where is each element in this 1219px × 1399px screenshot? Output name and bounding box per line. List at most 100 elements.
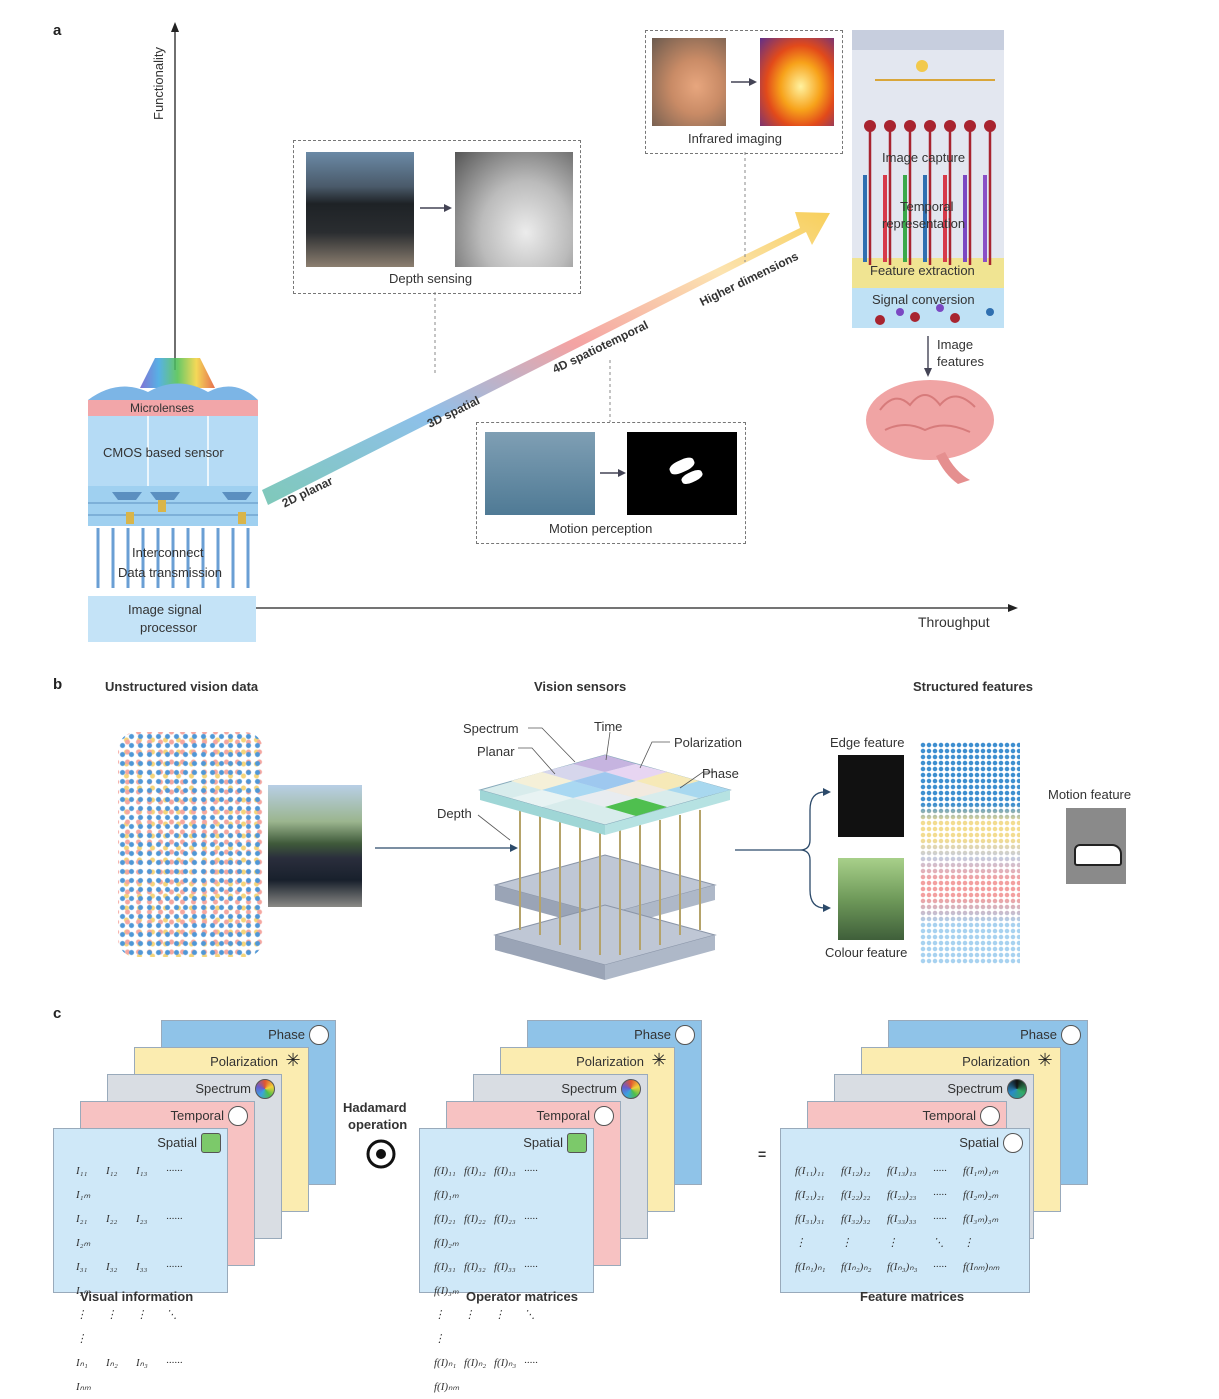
interconnect-label: Interconnect bbox=[132, 545, 204, 560]
clock-icon bbox=[228, 1106, 248, 1126]
edge-feature-label: Edge feature bbox=[830, 735, 905, 750]
microlens-layer bbox=[88, 400, 258, 416]
infrared-imaging-label: Infrared imaging bbox=[688, 131, 782, 146]
layer-depth-label: Depth bbox=[437, 806, 472, 821]
hadamard-label-line1: Hadamard bbox=[343, 1100, 407, 1115]
y-axis-label: Functionality bbox=[151, 47, 166, 120]
hadamard-operator-icon bbox=[366, 1139, 396, 1169]
progress-arrow bbox=[262, 212, 830, 505]
feature-extraction-label: Feature extraction bbox=[870, 263, 975, 278]
motion-mask-photo bbox=[627, 432, 737, 515]
colour-feature-image bbox=[838, 858, 904, 940]
layer-polarization-label: Polarization bbox=[674, 735, 742, 750]
colour-feature-label: Colour feature bbox=[825, 945, 908, 960]
stack2-polarization-title: Polarization bbox=[576, 1054, 644, 1069]
depth-rgb-photo bbox=[306, 152, 414, 267]
stack2-spatial-title: Spatial bbox=[523, 1135, 563, 1150]
panel-c-label: c bbox=[53, 1005, 62, 1022]
image-features-label-line2: features bbox=[937, 354, 984, 369]
depth-sensing-box bbox=[293, 140, 581, 294]
phase-icon bbox=[309, 1025, 329, 1045]
polarization-icon: ✳ bbox=[1037, 1050, 1053, 1070]
polarization-icon: ✳ bbox=[651, 1050, 667, 1070]
unstructured-data-cloud bbox=[118, 732, 263, 957]
stack1-temporal-title: Temporal bbox=[170, 1108, 224, 1123]
stack3-polarization-title: Polarization bbox=[962, 1054, 1030, 1069]
infrared-imaging-box bbox=[645, 30, 843, 154]
isp-label-line1: Image signal bbox=[128, 602, 202, 617]
isp-box bbox=[88, 596, 256, 642]
polarization-icon: ✳ bbox=[285, 1050, 301, 1070]
spectrum-icon bbox=[255, 1079, 275, 1099]
stack2-spectrum-title: Spectrum bbox=[561, 1081, 617, 1096]
vision-sensors-title: Vision sensors bbox=[534, 679, 627, 694]
motion-feature-label: Motion feature bbox=[1048, 787, 1132, 802]
layer-spectrum-label: Spectrum bbox=[463, 721, 519, 736]
phase-icon bbox=[1061, 1025, 1081, 1045]
image-capture-label: Image capture bbox=[882, 150, 966, 165]
stack1-phase-title: Phase bbox=[268, 1027, 305, 1042]
stack2-temporal-title: Temporal bbox=[536, 1108, 590, 1123]
infrared-thermal-photo bbox=[760, 38, 834, 126]
stack3-phase-title: Phase bbox=[1020, 1027, 1057, 1042]
clock-icon bbox=[980, 1106, 1000, 1126]
motion-perception-box bbox=[476, 422, 746, 544]
equals-sign: = bbox=[758, 1146, 767, 1162]
visual-information-caption: Visual information bbox=[80, 1289, 194, 1304]
data-transmission-label: Data transmission bbox=[118, 565, 223, 580]
cube-icon bbox=[201, 1133, 221, 1153]
spectrum-icon bbox=[621, 1079, 641, 1099]
motion-arrow-icon bbox=[600, 469, 626, 477]
panel-a-diagram bbox=[88, 22, 1018, 642]
structured-feature-cube bbox=[920, 742, 1020, 964]
isp-label-line2: processor bbox=[140, 620, 198, 635]
layer-phase-label: Phase bbox=[702, 766, 739, 781]
motion-rgb-photo bbox=[485, 432, 595, 515]
cube-icon bbox=[567, 1133, 587, 1153]
microlenses-label: Microlenses bbox=[130, 401, 195, 415]
hadamard-label-line2: operation bbox=[348, 1117, 408, 1132]
light-cone bbox=[140, 358, 215, 388]
stack3-temporal-title: Temporal bbox=[922, 1108, 976, 1123]
cmos-label: CMOS based sensor bbox=[103, 445, 224, 460]
stack3-spectrum-title: Spectrum bbox=[947, 1081, 1003, 1096]
structured-title: Structured features bbox=[913, 679, 1033, 694]
stack3-spatial-title: Spatial bbox=[959, 1135, 999, 1150]
temporal-label-line2: representation bbox=[882, 216, 966, 231]
stack2-phase-title: Phase bbox=[634, 1027, 671, 1042]
interconnect-arrows bbox=[96, 528, 250, 588]
cube-icon bbox=[1003, 1133, 1023, 1153]
feature-matrices-caption: Feature matrices bbox=[860, 1289, 965, 1304]
operator-matrices-caption: Operator matrices bbox=[466, 1289, 578, 1304]
motion-feature-image bbox=[1066, 808, 1126, 884]
stack1-spectrum-title: Spectrum bbox=[195, 1081, 251, 1096]
unstructured-title: Unstructured vision data bbox=[105, 679, 259, 694]
panel-b-label: b bbox=[53, 676, 63, 693]
infrared-rgb-photo bbox=[652, 38, 726, 126]
x-axis-arrowhead bbox=[1008, 604, 1018, 612]
x-axis-label: Throughput bbox=[918, 614, 990, 630]
retina-cells bbox=[863, 60, 996, 325]
infrared-arrow-icon bbox=[731, 78, 757, 86]
y-axis-arrowhead bbox=[171, 22, 179, 32]
image-features-label-line1: Image bbox=[937, 337, 974, 352]
depth-sensing-label: Depth sensing bbox=[389, 271, 473, 286]
depth-map-photo bbox=[455, 152, 573, 267]
vision-sensor-diagram bbox=[375, 727, 831, 980]
layer-planar-label: Planar bbox=[477, 744, 515, 759]
spectrum-icon bbox=[1007, 1079, 1027, 1099]
layer-time-label: Time bbox=[594, 719, 623, 734]
clock-icon bbox=[594, 1106, 614, 1126]
lens-domes bbox=[88, 383, 258, 400]
signal-conversion-label: Signal conversion bbox=[872, 292, 975, 307]
depth-arrow-icon bbox=[420, 204, 452, 212]
temporal-label-line1: Temporal bbox=[900, 199, 954, 214]
panel-a-label: a bbox=[53, 22, 62, 39]
edge-feature-image bbox=[838, 755, 904, 837]
